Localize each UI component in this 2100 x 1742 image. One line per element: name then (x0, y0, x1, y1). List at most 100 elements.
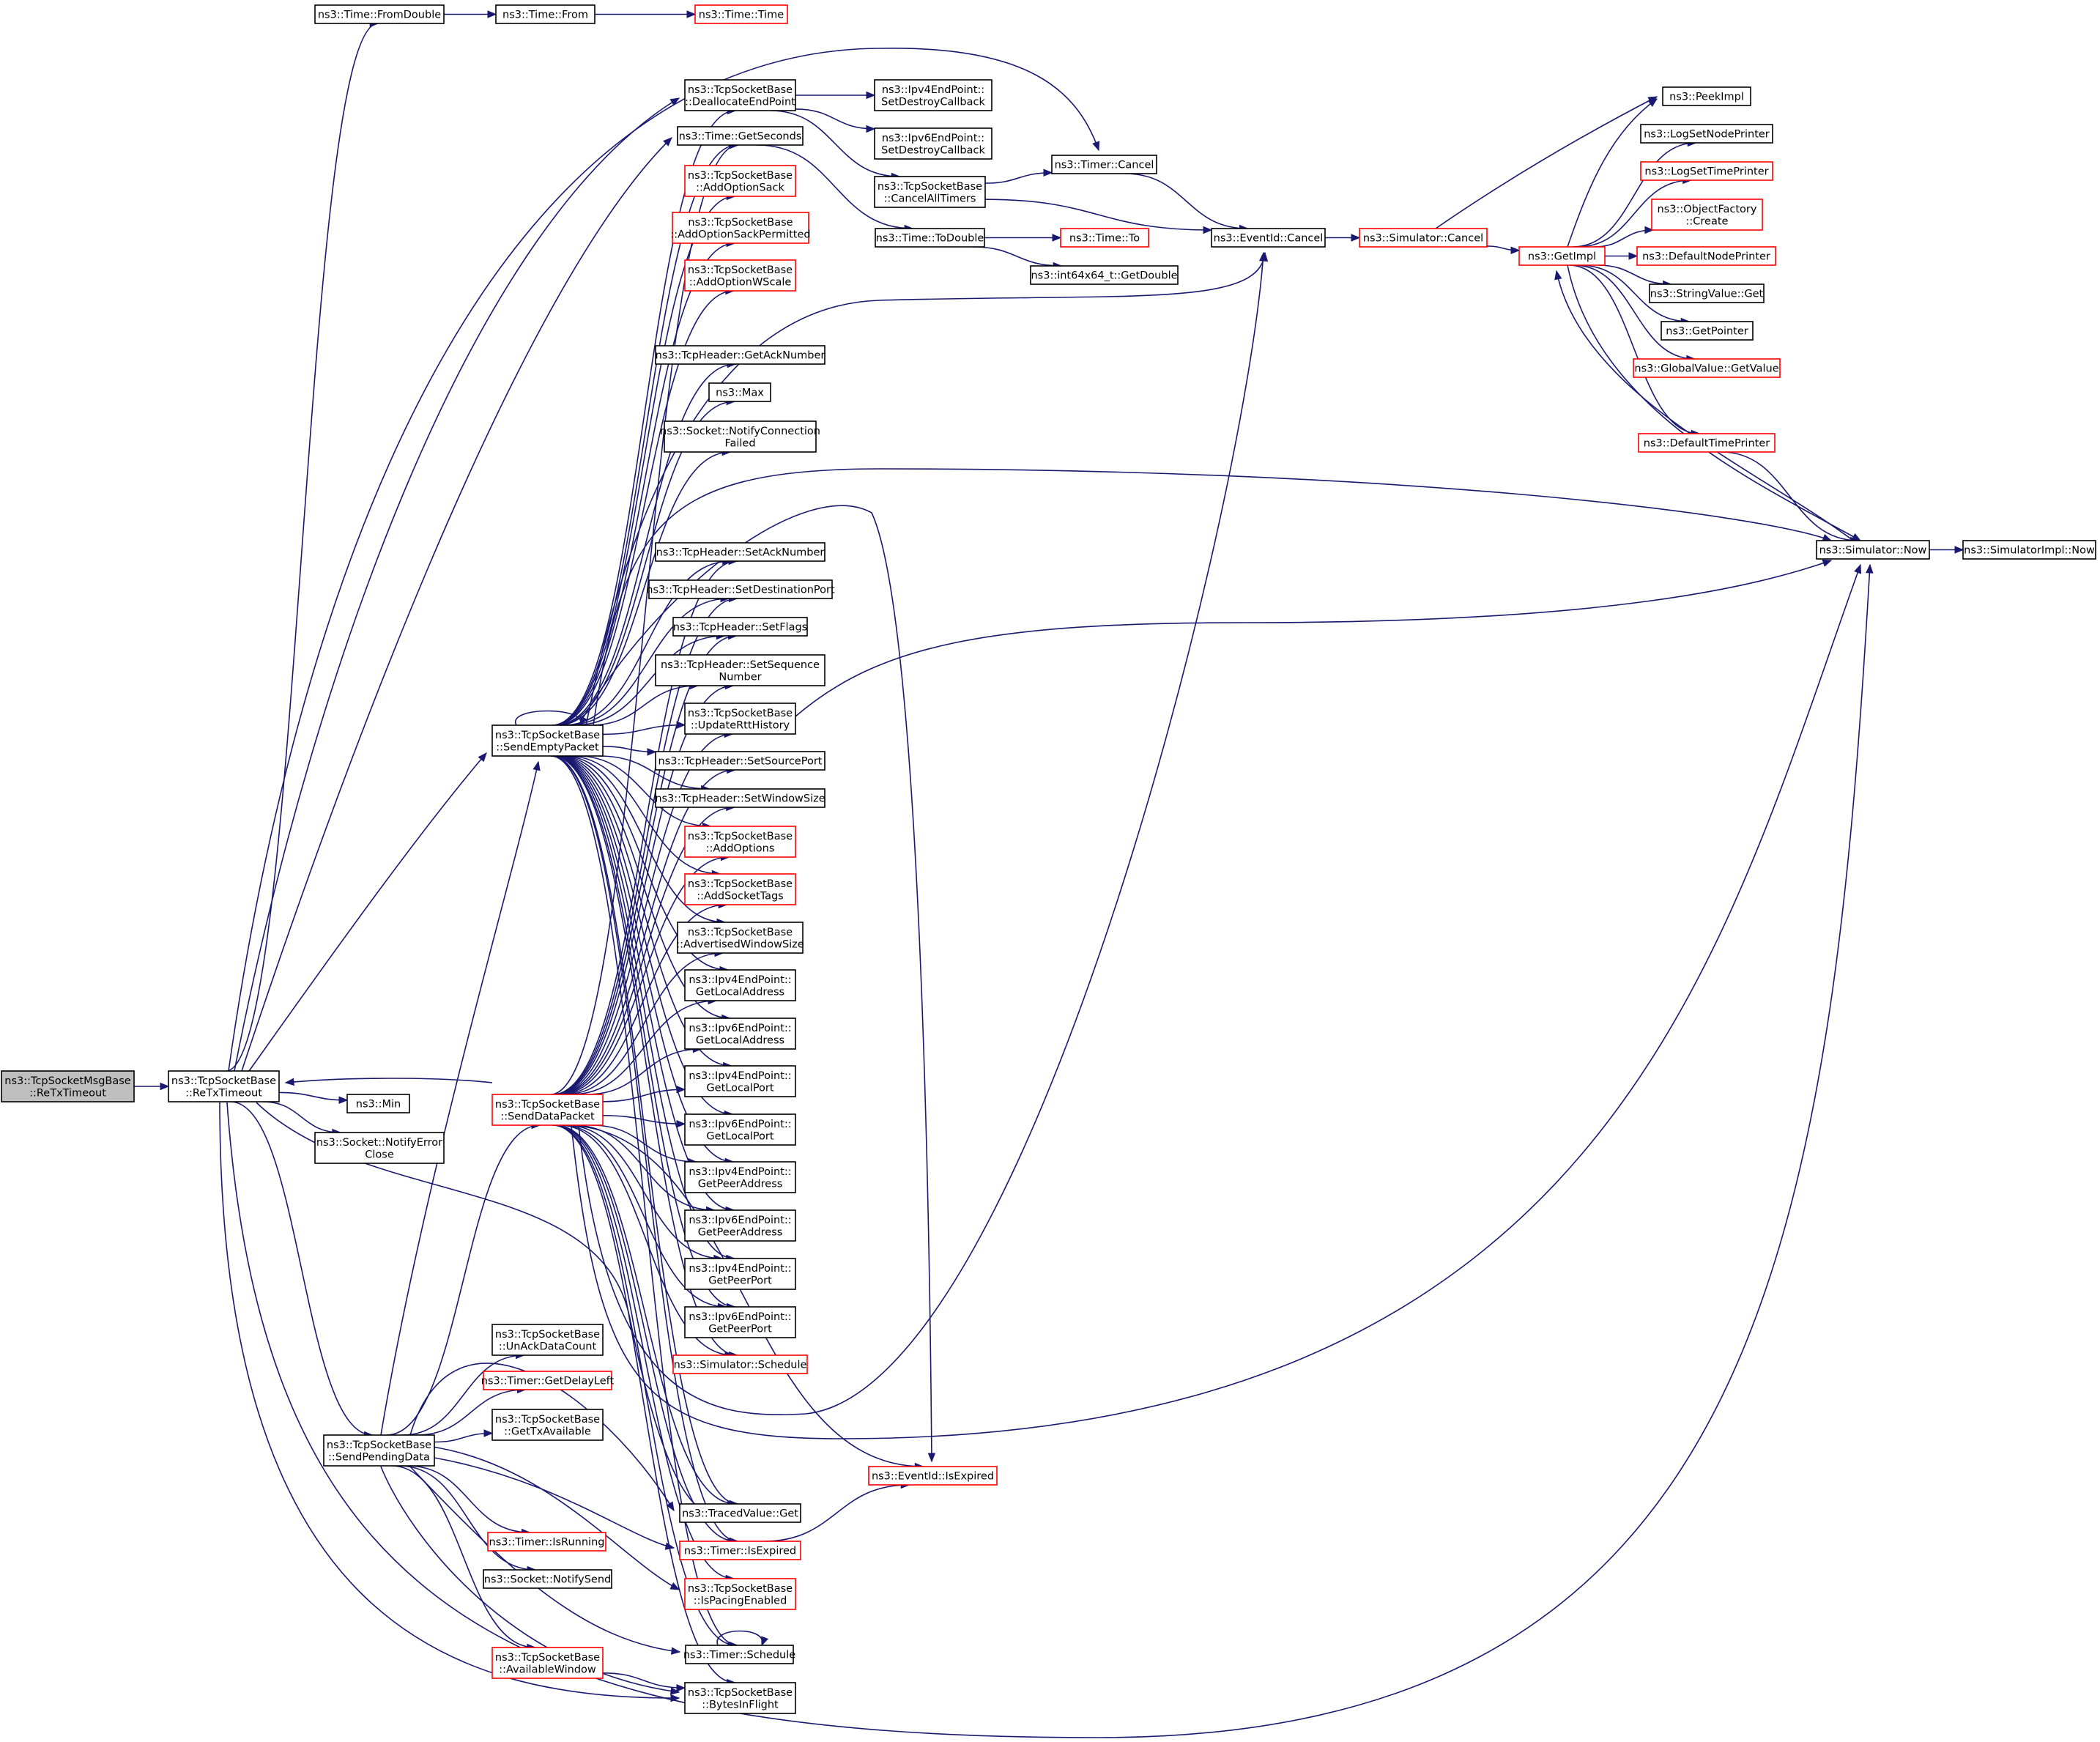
node-updatertt[interactable]: ns3::TcpSocketBase::UpdateRttHistory (684, 703, 796, 735)
node-peekimpl[interactable]: ns3::PeekImpl (1662, 86, 1751, 106)
node-ipv4peeraddr[interactable]: ns3::Ipv4EndPoint::GetPeerAddress (684, 1161, 796, 1193)
call-edge-sendpending-to-sendempty (380, 760, 541, 1436)
node-ipv6peeraddr[interactable]: ns3::Ipv6EndPoint::GetPeerAddress (684, 1209, 796, 1242)
node-dealloc[interactable]: ns3::TcpSocketBase::DeallocateEndPoint (684, 79, 796, 111)
node-ipv6locaddr[interactable]: ns3::Ipv6EndPoint::GetLocalAddress (684, 1018, 796, 1050)
node-box (1661, 321, 1754, 341)
call-nodes: ns3::TcpSocketMsgBase::ReTxTimeoutns3::T… (1, 4, 2096, 1714)
node-label: ns3::DefaultNodePrinter (1642, 251, 1770, 263)
node-time[interactable]: ns3::Time::Time (694, 4, 788, 24)
node-evisexpired[interactable]: ns3::EventId::IsExpired (868, 1466, 998, 1486)
node-box (1030, 265, 1179, 285)
node-setsrcport[interactable]: ns3::TcpHeader::SetSourcePort (655, 751, 825, 771)
node-getdelayleft[interactable]: ns3::Timer::GetDelayLeft (481, 1371, 615, 1390)
node-stringvalget[interactable]: ns3::StringValue::Get (1649, 283, 1765, 303)
node-eventcancel[interactable]: ns3::EventId::Cancel (1211, 228, 1326, 248)
node-addoptsack[interactable]: ns3::TcpSocketBase::AddOptionSack (684, 165, 796, 197)
call-edges (134, 10, 1964, 1738)
node-box (672, 212, 809, 244)
node-fromdouble[interactable]: ns3::Time::FromDouble (314, 4, 445, 24)
call-edge-senddata-to-eventcancel (578, 251, 1267, 1416)
node-box (1649, 283, 1765, 303)
node-timerisexpired[interactable]: ns3::Timer::IsExpired (679, 1541, 801, 1560)
node-root[interactable]: ns3::TcpSocketMsgBase::ReTxTimeout (1, 1070, 135, 1102)
node-objfactory[interactable]: ns3::ObjectFactory::Create (1651, 199, 1763, 231)
node-getacknum[interactable]: ns3::TcpHeader::GetAckNumber (655, 345, 825, 365)
node-box (491, 1094, 604, 1126)
node-box (874, 176, 986, 208)
node-retx[interactable]: ns3::TcpSocketBase::ReTxTimeout (168, 1070, 280, 1102)
node-defnodeprinter[interactable]: ns3::DefaultNodePrinter (1636, 246, 1776, 266)
node-ispacing[interactable]: ns3::TcpSocketBase::IsPacingEnabled (684, 1578, 796, 1610)
node-label: SetDestroyCallback (881, 96, 985, 108)
node-simnow[interactable]: ns3::Simulator::Now (1816, 540, 1930, 560)
node-label: ns3::Ipv4EndPoint:: (689, 1070, 791, 1082)
node-logsetnode[interactable]: ns3::LogSetNodePrinter (1640, 124, 1773, 144)
node-addoptwscale[interactable]: ns3::TcpSocketBase::AddOptionWScale (684, 259, 796, 292)
node-box (483, 1569, 612, 1589)
node-label: ns3::TcpSocketBase (688, 217, 793, 229)
node-addoptions[interactable]: ns3::TcpSocketBase::AddOptions (684, 826, 796, 858)
node-ipv6setdestroy[interactable]: ns3::Ipv6EndPoint::SetDestroyCallback (874, 127, 993, 160)
node-box (483, 1371, 612, 1390)
node-box (874, 79, 993, 111)
node-setacknum[interactable]: ns3::TcpHeader::SetAckNumber (655, 542, 825, 562)
node-box (874, 127, 993, 160)
node-addsockettags[interactable]: ns3::TcpSocketBase::AddSocketTags (684, 873, 796, 905)
node-deftimeprinter[interactable]: ns3::DefaultTimePrinter (1638, 433, 1776, 453)
node-simimplnow[interactable]: ns3::SimulatorImpl::Now (1962, 540, 2096, 560)
node-getimpl[interactable]: ns3::GetImpl (1518, 246, 1606, 266)
node-box (677, 922, 804, 954)
call-edge-senddata-to-ipv4locport (602, 1085, 686, 1102)
node-setwinsize[interactable]: ns3::TcpHeader::SetWindowSize (655, 788, 825, 808)
node-sendpending[interactable]: ns3::TcpSocketBase::SendPendingData (323, 1434, 435, 1467)
node-unackdata[interactable]: ns3::TcpSocketBase::UnAckDataCount (491, 1324, 604, 1356)
node-label: ns3::SimulatorImpl::Now (1964, 545, 2095, 557)
node-ipv4setdestroy[interactable]: ns3::Ipv4EndPoint::SetDestroyCallback (874, 79, 993, 111)
node-timeto[interactable]: ns3::Time::To (1060, 228, 1149, 248)
node-cancelall[interactable]: ns3::TcpSocketBase::CancelAllTimers (874, 176, 986, 208)
node-getseconds[interactable]: ns3::Time::GetSeconds (677, 126, 804, 146)
node-ipv6locport[interactable]: ns3::Ipv6EndPoint::GetLocalPort (684, 1113, 796, 1146)
node-todouble[interactable]: ns3::Time::ToDouble (875, 228, 985, 248)
node-ipv4peerport[interactable]: ns3::Ipv4EndPoint::GetPeerPort (684, 1258, 796, 1290)
node-sendempty[interactable]: ns3::TcpSocketBase::SendEmptyPacket (491, 724, 604, 757)
call-edge-simnow-to-getimpl (1554, 270, 1854, 541)
node-notifysend[interactable]: ns3::Socket::NotifySend (483, 1569, 612, 1589)
node-timerschedule[interactable]: ns3::Timer::Schedule (683, 1645, 795, 1664)
node-ipv4locaddr[interactable]: ns3::Ipv4EndPoint::GetLocalAddress (684, 969, 796, 1001)
node-simschedule[interactable]: ns3::Simulator::Schedule (672, 1354, 808, 1374)
node-min[interactable]: ns3::Min (346, 1094, 410, 1113)
node-getpointer[interactable]: ns3::GetPointer (1661, 321, 1754, 341)
node-ipv6peerport[interactable]: ns3::Ipv6EndPoint::GetPeerPort (684, 1306, 796, 1338)
node-availwin[interactable]: ns3::TcpSocketBase::AvailableWindow (491, 1647, 604, 1679)
node-label: ns3::Ipv4EndPoint:: (689, 974, 791, 986)
node-max[interactable]: ns3::Max (708, 382, 771, 402)
node-logsettime[interactable]: ns3::LogSetTimePrinter (1640, 161, 1773, 181)
node-box (1211, 228, 1326, 248)
node-bytesinflight[interactable]: ns3::TcpSocketBase::BytesInFlight (684, 1682, 796, 1714)
node-from[interactable]: ns3::Time::From (495, 4, 596, 24)
node-box (1, 1070, 135, 1102)
node-timercancel[interactable]: ns3::Timer::Cancel (1051, 155, 1157, 174)
node-ipv4locport[interactable]: ns3::Ipv4EndPoint::GetLocalPort (684, 1065, 796, 1097)
node-advwinsize[interactable]: ns3::TcpSocketBase::AdvertisedWindowSize (676, 922, 804, 954)
node-box (1060, 228, 1149, 248)
call-edge-availwin-to-bytesinflight (602, 1672, 686, 1692)
node-label: ::ReTxTimeout (29, 1087, 106, 1099)
node-simcancel[interactable]: ns3::Simulator::Cancel (1359, 228, 1488, 248)
node-gettxavail[interactable]: ns3::TcpSocketBase::GetTxAvailable (491, 1409, 604, 1441)
node-senddata[interactable]: ns3::TcpSocketBase::SendDataPacket (491, 1094, 604, 1126)
node-addoptsackperm[interactable]: ns3::TcpSocketBase::AddOptionSackPermitt… (670, 212, 811, 244)
node-tracedget[interactable]: ns3::TracedValue::Get (679, 1503, 801, 1523)
node-setdestport[interactable]: ns3::TcpHeader::SetDestinationPort (646, 579, 835, 599)
node-label: ns3::TcpSocketBase (688, 708, 793, 719)
node-timerisrunning[interactable]: ns3::Timer::IsRunning (487, 1532, 606, 1552)
node-setflags[interactable]: ns3::TcpHeader::SetFlags (672, 617, 808, 637)
node-label: ns3::Socket::NotifySend (484, 1574, 611, 1586)
node-globalvalget[interactable]: ns3::GlobalValue::GetValue (1633, 358, 1781, 378)
node-int64getdouble[interactable]: ns3::int64x64_t::GetDouble (1030, 265, 1179, 285)
